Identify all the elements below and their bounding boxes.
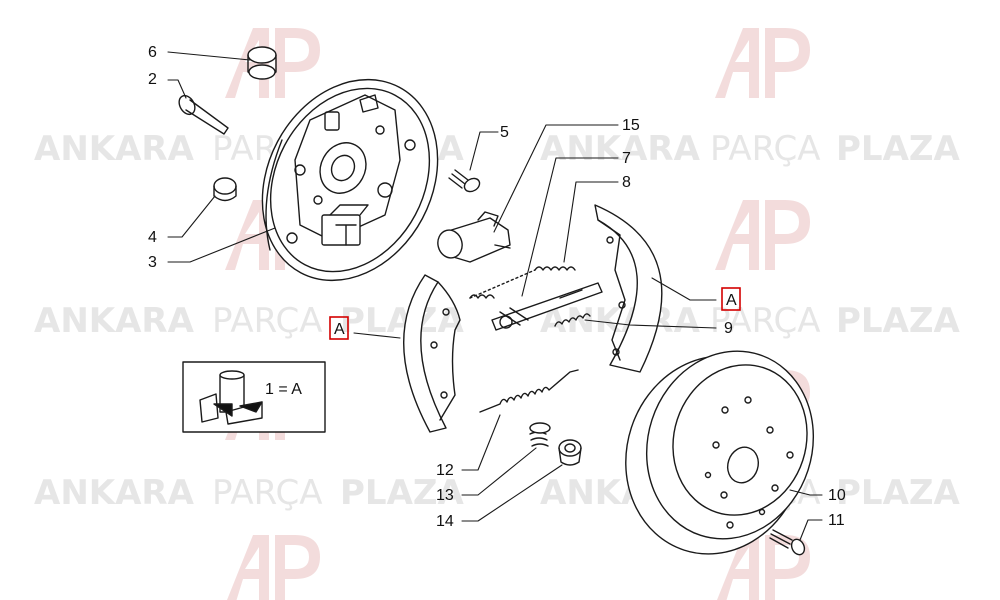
upper-spring <box>469 266 576 299</box>
callout-3: 3 <box>148 254 157 271</box>
wm-mid-2: PARÇA <box>710 129 821 169</box>
callout-8: 8 <box>622 174 631 191</box>
wm-left-1: ANKARA <box>34 129 195 169</box>
cap-part-14 <box>558 439 582 466</box>
wm-right-6: PLAZA <box>836 473 961 513</box>
middle-spring <box>554 313 591 327</box>
callout-9: 9 <box>724 320 733 337</box>
wm-mid-5: PARÇA <box>212 473 323 513</box>
callout-13: 13 <box>436 487 454 504</box>
callout-2: 2 <box>148 71 157 88</box>
wm-right-5: PLAZA <box>340 473 465 513</box>
callout-15: 15 <box>622 117 640 134</box>
wm-right-3: PLAZA <box>340 301 465 341</box>
adjuster-strut <box>491 282 603 331</box>
label-a-boxes: A A <box>329 287 741 340</box>
bolt-part-5 <box>448 169 481 193</box>
left-a-box <box>329 316 349 340</box>
wm-left-3: ANKARA <box>34 301 195 341</box>
wm-mid-4: PARÇA <box>710 301 821 341</box>
wm-right-2: PLAZA <box>836 129 961 169</box>
brake-drum-part-10 <box>625 350 815 555</box>
left-brake-shoe <box>403 274 461 433</box>
callout-11: 11 <box>828 512 845 529</box>
bush-part-6 <box>247 46 277 80</box>
lower-spring-part-12 <box>479 369 579 413</box>
spring-part-13 <box>529 422 551 447</box>
callout-7: 7 <box>622 150 631 167</box>
nut-part-4 <box>213 177 237 202</box>
callout-12: 12 <box>436 462 454 479</box>
left-a-label: A <box>334 321 345 338</box>
wm-left-2: ANKARA <box>540 129 701 169</box>
right-a-label: A <box>726 292 737 309</box>
wheel-cylinder-part-15 <box>437 211 511 263</box>
callout-6: 6 <box>148 44 157 61</box>
right-brake-shoe <box>594 204 663 373</box>
right-a-box <box>721 287 741 311</box>
backing-plate <box>261 78 439 282</box>
inset-legend: 1 = A <box>265 381 302 398</box>
callout-5: 5 <box>500 124 509 141</box>
watermark-text: ANKARA PARÇA PLAZA ANKARA PARÇA PLAZA AN… <box>34 129 961 513</box>
callout-14: 14 <box>436 513 454 530</box>
callout-numbers: 6 2 4 3 5 15 7 8 9 10 11 12 13 14 <box>148 44 846 530</box>
wm-mid-3: PARÇA <box>212 301 323 341</box>
leader-lines <box>167 51 823 541</box>
wm-left-5: ANKARA <box>34 473 195 513</box>
callout-4: 4 <box>148 229 157 246</box>
wm-right-4: PLAZA <box>836 301 961 341</box>
pin-part-2 <box>178 94 229 135</box>
inset-kit-box <box>182 361 326 433</box>
callout-10: 10 <box>828 487 846 504</box>
stud-part-11 <box>769 529 806 556</box>
